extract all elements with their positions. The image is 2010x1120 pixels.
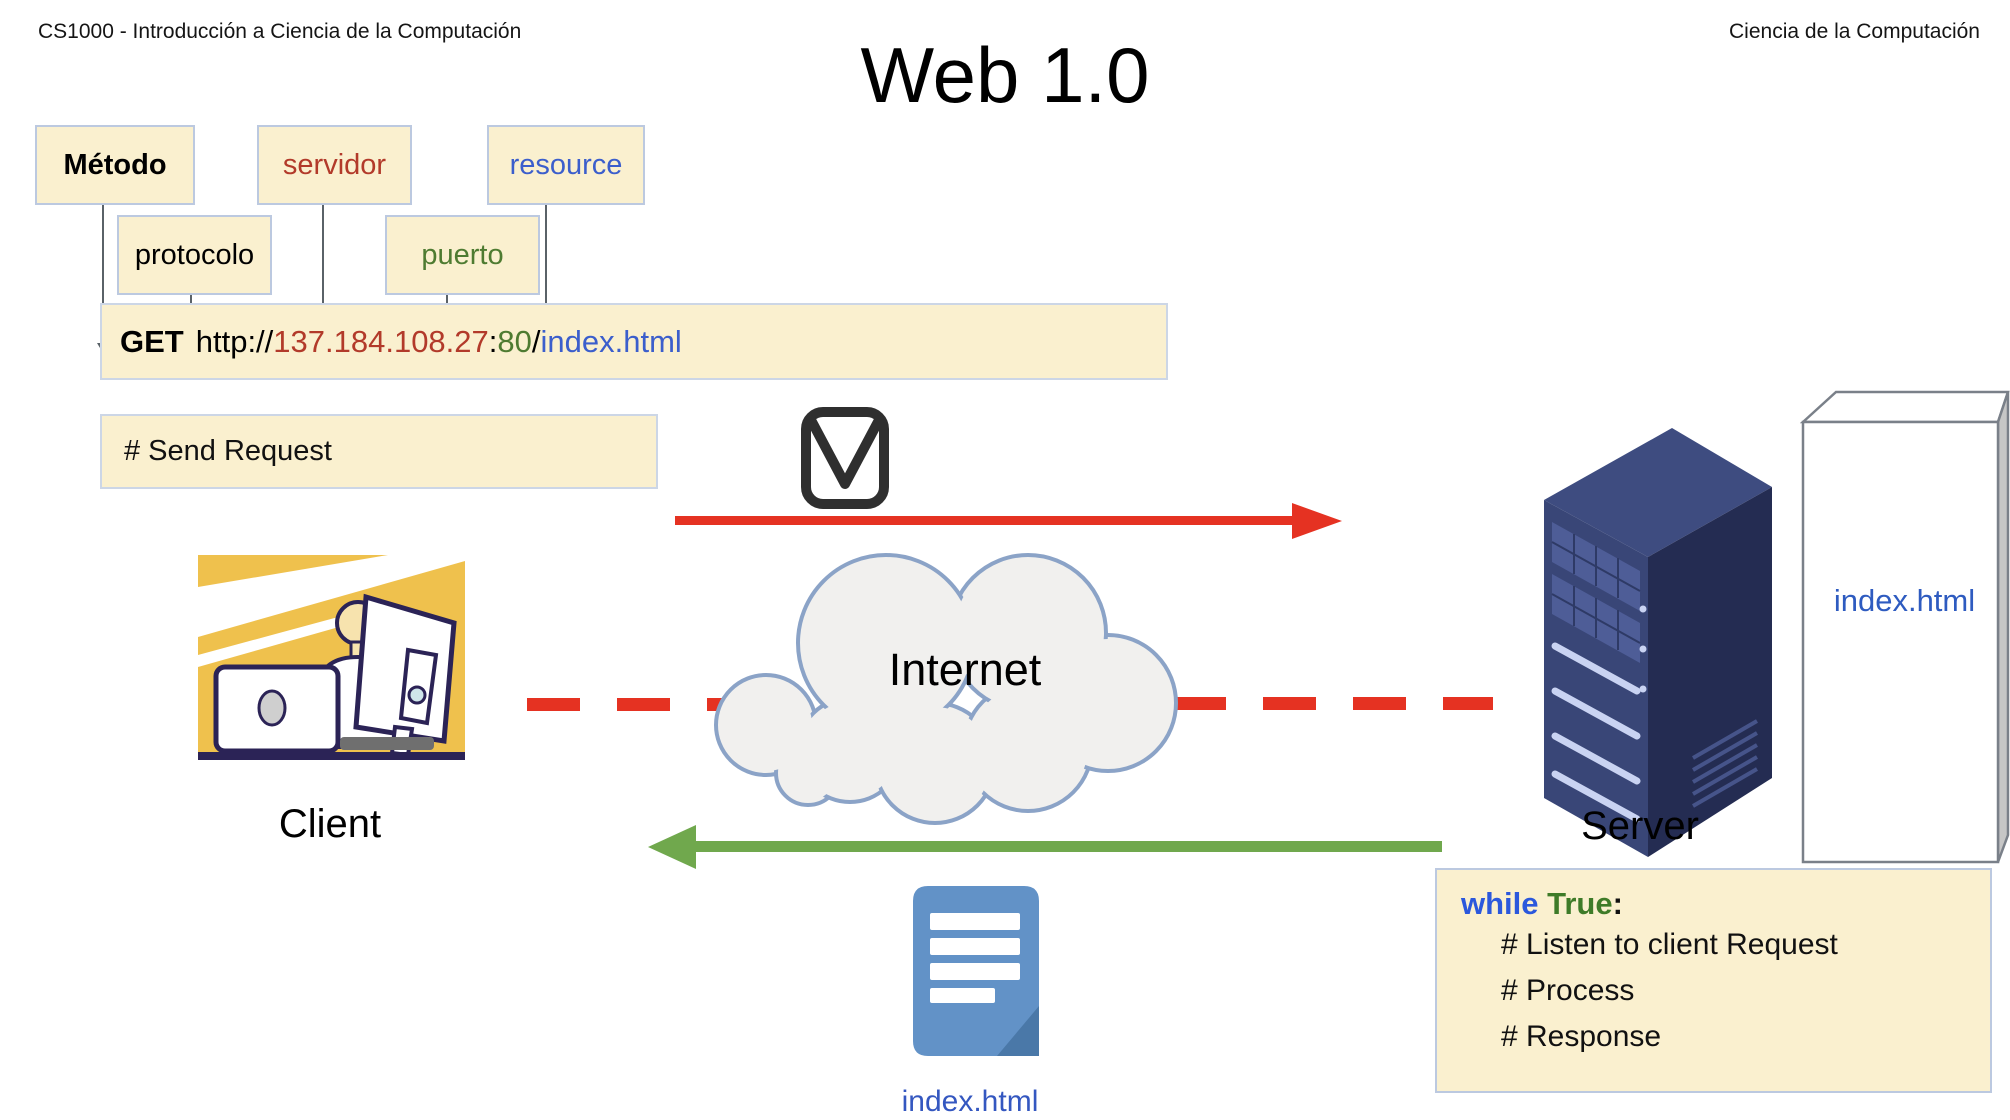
keyword-true: True <box>1547 886 1613 921</box>
internet-label: Internet <box>888 644 1042 695</box>
server-code-listen: # Listen to client Request <box>1501 928 1838 961</box>
send-request-box: # Send Request <box>100 414 658 489</box>
connection-dashed-line-right <box>1173 697 1493 710</box>
response-arrow-line <box>692 841 1442 852</box>
server-file-box <box>1800 390 2010 864</box>
request-url-bar: GET http:// 137.184.108.27 : 80 / index.… <box>100 303 1168 380</box>
connection-dashed-line-left <box>527 698 752 711</box>
label-resource: resource <box>487 125 645 205</box>
url-slash: / <box>531 323 541 359</box>
department-header: Ciencia de la Computación <box>1729 20 1980 43</box>
internet-cloud-icon <box>714 553 1178 825</box>
label-protocolo: protocolo <box>117 215 272 295</box>
client-label: Client <box>278 802 382 846</box>
server-code-box: while True: # Listen to client Request #… <box>1435 868 1992 1093</box>
code-colon: : <box>1612 886 1623 921</box>
url-path: index.html <box>540 323 682 359</box>
connector-resource-line <box>545 205 547 343</box>
response-arrow-head-icon <box>648 825 696 869</box>
url-port: 80 <box>497 323 532 359</box>
url-scheme: http:// <box>195 323 274 359</box>
label-servidor: servidor <box>257 125 412 205</box>
label-metodo: Método <box>35 125 195 205</box>
send-request-text: # Send Request <box>124 435 332 467</box>
request-arrow-head-icon <box>1292 503 1342 539</box>
keyword-while: while <box>1461 886 1539 921</box>
connector-servidor-line <box>322 205 324 343</box>
server-code-process: # Process <box>1501 974 1635 1007</box>
client-illustration <box>198 555 465 760</box>
connector-metodo-line <box>102 205 104 343</box>
envelope-icon <box>801 407 889 509</box>
label-puerto: puerto <box>385 215 540 295</box>
url-colon: : <box>488 323 498 359</box>
request-arrow-line <box>675 516 1295 525</box>
html-document-icon <box>913 886 1039 1056</box>
server-label: Server <box>1581 804 1699 848</box>
server-file-label: index.html <box>1833 583 1976 618</box>
course-header: CS1000 - Introducción a Ciencia de la Co… <box>38 20 522 43</box>
url-host: 137.184.108.27 <box>273 323 489 359</box>
server-code-response: # Response <box>1501 1020 1662 1053</box>
slide-title: Web 1.0 <box>860 31 1150 119</box>
server-tower-icon <box>1544 428 1772 857</box>
url-method: GET <box>120 323 184 359</box>
response-file-label: index.html <box>901 1085 1039 1118</box>
server-code-line1: while True: <box>1461 886 1990 922</box>
